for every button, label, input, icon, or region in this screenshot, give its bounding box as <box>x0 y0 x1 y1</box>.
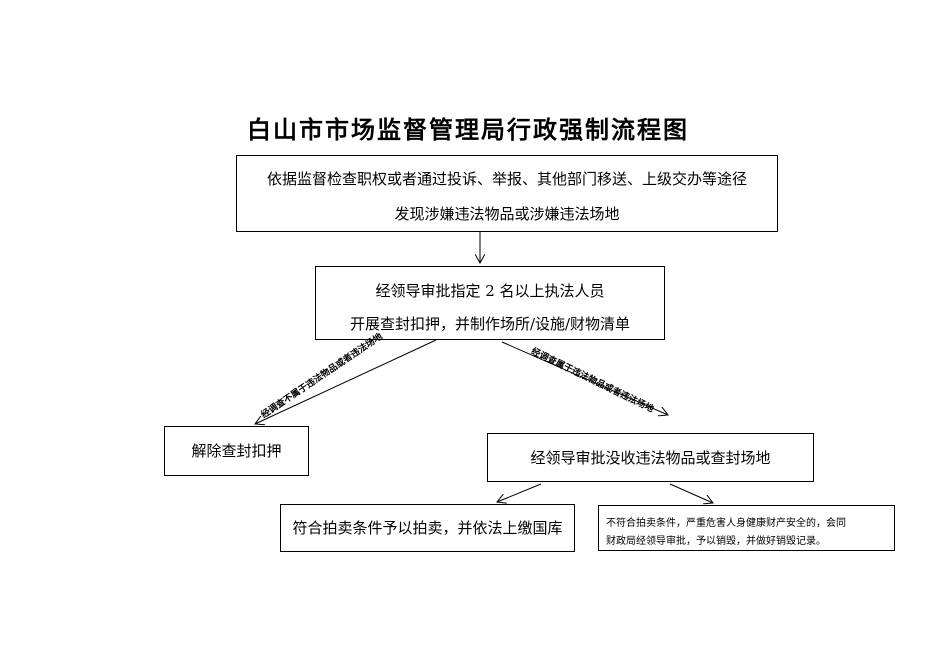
page-title: 白山市市场监督管理局行政强制流程图 <box>247 115 689 144</box>
auction-text: 符合拍卖条件予以拍卖，并依法上缴国库 <box>292 519 563 537</box>
auction-box: 符合拍卖条件予以拍卖，并依法上缴国库 <box>280 504 575 552</box>
destroy-box: 不符合拍卖条件，严重危害人身健康财产安全的，会同 财政局经领导审批，予以销毁，并… <box>598 505 895 551</box>
destroy-line-2: 财政局经领导审批，予以销毁，并做好销毁记录。 <box>606 536 826 547</box>
start-line-1: 依据监督检查职权或者通过投诉、举报、其他部门移送、上级交办等途径 <box>266 170 747 188</box>
arrow-confiscate-to-destroy <box>669 483 713 503</box>
approve-box: 经领导审批指定 2 名以上执法人员 开展查封扣押，并制作场所/设施/财物清单 <box>315 266 665 340</box>
start-box: 依据监督检查职权或者通过投诉、举报、其他部门移送、上级交办等途径 发现涉嫌违法物… <box>236 155 778 232</box>
arrow-approve-to-confiscate <box>501 341 668 415</box>
release-text: 解除查封扣押 <box>191 442 282 460</box>
arrow-approve-to-release <box>255 339 437 424</box>
approve-line-2: 开展查封扣押，并制作场所/设施/财物清单 <box>349 315 631 333</box>
arrow-confiscate-to-auction <box>497 483 542 502</box>
release-box: 解除查封扣押 <box>164 426 309 476</box>
start-line-2: 发现涉嫌违法物品或涉嫌违法场地 <box>394 205 620 223</box>
destroy-line-1: 不符合拍卖条件，严重危害人身健康财产安全的，会同 <box>606 518 846 529</box>
confiscate-text: 经领导审批没收违法物品或查封场地 <box>530 449 771 467</box>
approve-line-1: 经领导审批指定 2 名以上执法人员 <box>375 282 605 300</box>
confiscate-box: 经领导审批没收违法物品或查封场地 <box>487 433 814 482</box>
